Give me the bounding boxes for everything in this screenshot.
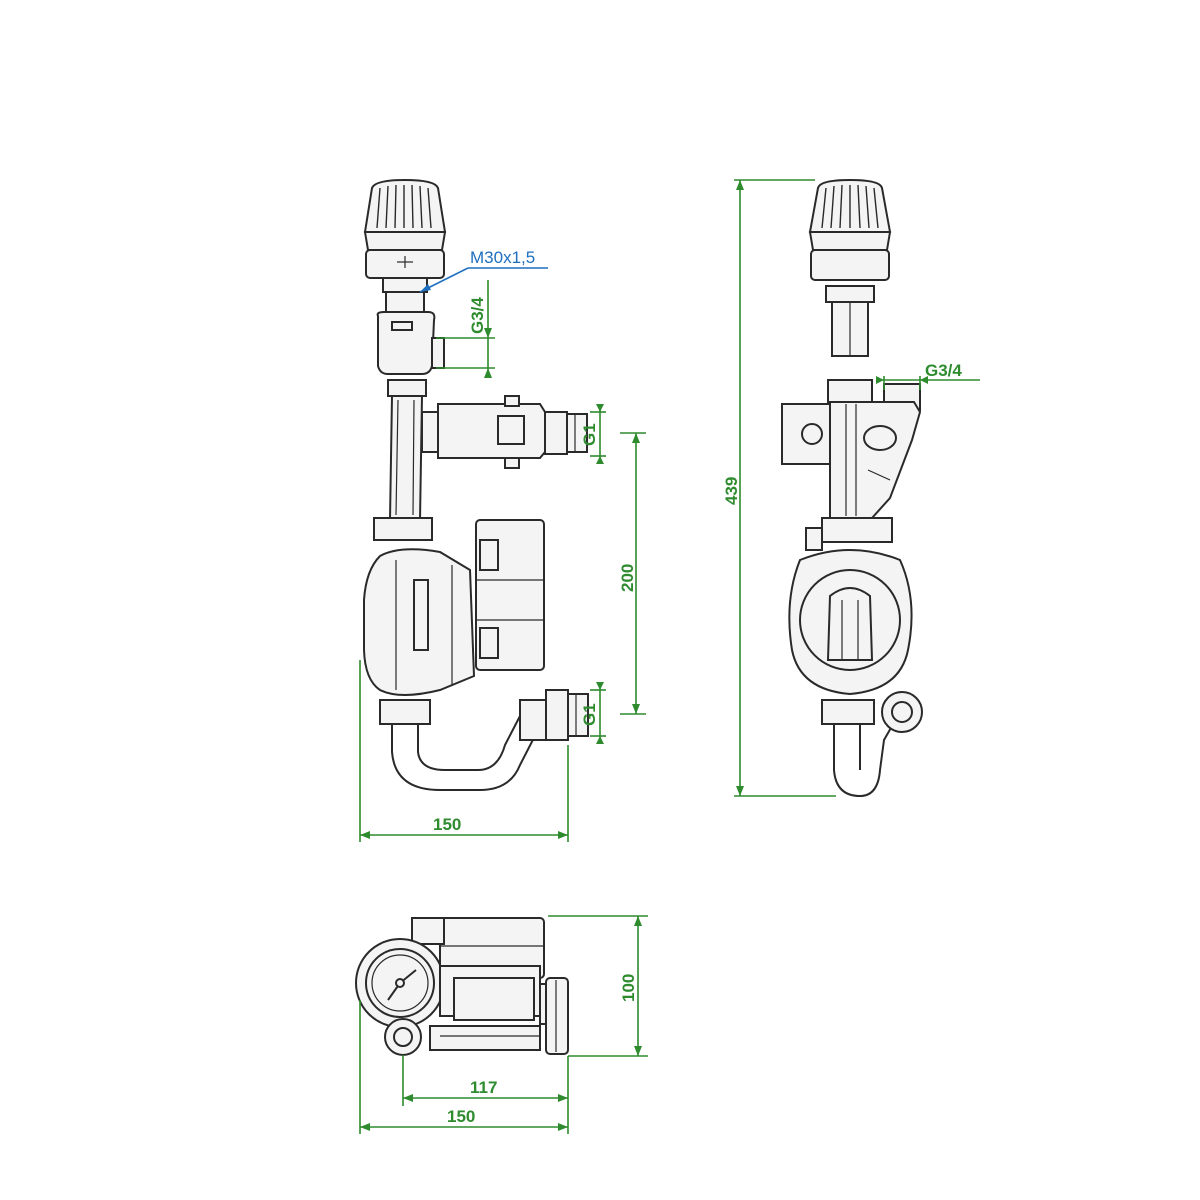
side-height-label: 439	[722, 477, 741, 505]
top-dim-100: 100	[548, 915, 648, 1057]
front-view: G3/4 G1 G1 200	[359, 178, 646, 842]
side-view: 439 G3/4	[722, 178, 980, 797]
front-lower-pipe	[379, 689, 589, 791]
side-g34-label: G3/4	[925, 361, 962, 380]
front-dim-g1-bottom: G1	[580, 682, 606, 744]
thread-callout-label: M30x1,5	[470, 248, 535, 267]
front-height-label: 200	[618, 564, 637, 592]
front-dim-g34: G3/4	[436, 280, 495, 378]
front-g34-label: G3/4	[468, 297, 487, 334]
side-dim-439: 439	[722, 179, 836, 797]
front-dim-200: 200	[618, 432, 646, 715]
front-thermostatic-head	[363, 178, 447, 293]
front-pump	[363, 517, 545, 696]
side-valve-body	[781, 379, 922, 519]
top-body	[429, 965, 569, 1055]
top-offset-label: 117	[470, 1078, 497, 1097]
front-callout-thread: M30x1,5	[419, 248, 548, 293]
side-lower-pipe	[821, 691, 923, 797]
top-lower-port	[384, 1018, 422, 1056]
front-dim-g1-top: G1	[580, 404, 606, 464]
top-width-label: 150	[447, 1107, 475, 1126]
side-pump	[788, 517, 913, 696]
front-g1-bottom-label: G1	[580, 703, 599, 726]
top-dim-117: 117	[402, 1055, 569, 1106]
top-depth-label: 100	[619, 974, 638, 1002]
top-gauge	[355, 938, 445, 1028]
top-dim-150: 150	[359, 1000, 569, 1134]
side-thermostatic-head	[808, 178, 892, 357]
front-valve-body	[376, 291, 445, 521]
front-dim-150: 150	[359, 660, 569, 842]
top-view: 100 117 150	[355, 915, 648, 1134]
front-g1-top-label: G1	[580, 423, 599, 446]
side-dim-g34: G3/4	[876, 361, 980, 390]
front-width-label: 150	[433, 815, 461, 834]
front-upper-connector	[421, 395, 588, 469]
